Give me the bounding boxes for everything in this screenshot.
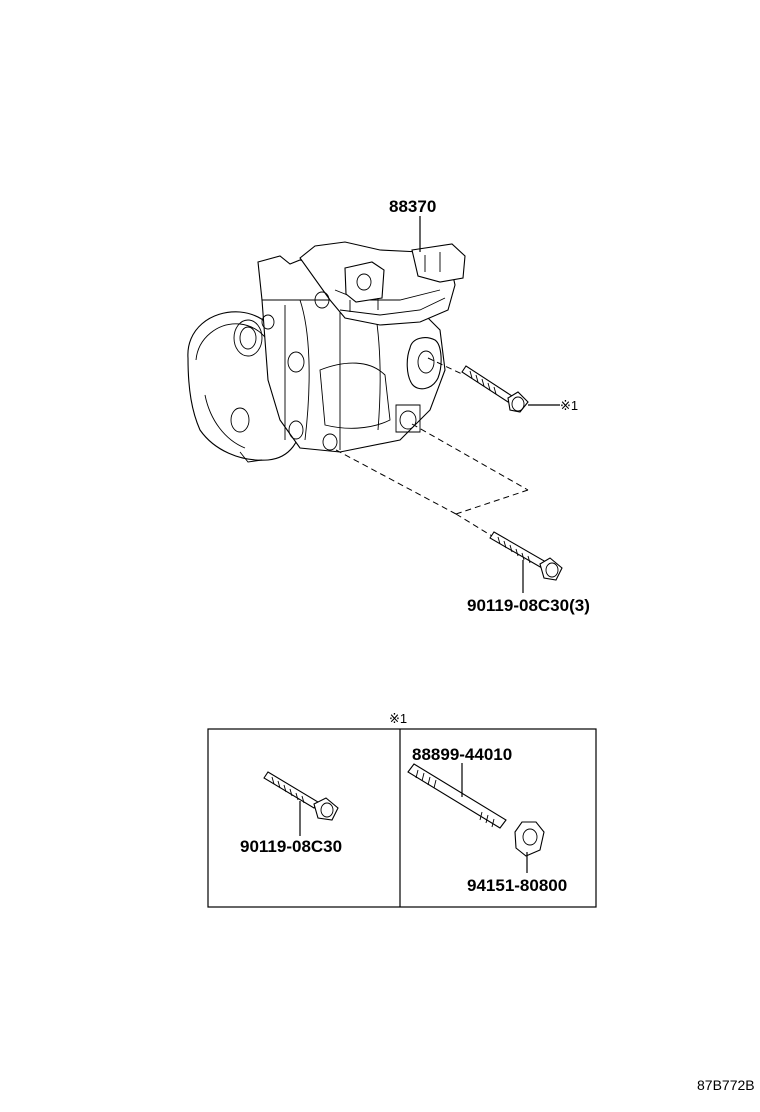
drawing-reference: 87B772B (697, 1077, 755, 1093)
installation-dashed-lines (335, 357, 529, 537)
main-bolt-drawing[interactable] (489, 531, 563, 581)
box-stud-part-number[interactable]: 88899-44010 (412, 745, 512, 764)
box-nut-drawing[interactable] (514, 821, 545, 857)
kit-box (207, 728, 597, 908)
box-bolt-drawing[interactable] (263, 771, 339, 821)
marker-top: ※1 (560, 398, 578, 413)
main-bolt-part-number[interactable]: 90119-08C30(3) (467, 596, 590, 615)
box-nut-part-number[interactable]: 94151-80800 (467, 876, 567, 895)
marker-box: ※1 (389, 711, 407, 726)
compressor-drawing[interactable] (187, 241, 466, 463)
compressor-part-number[interactable]: 88370 (389, 197, 436, 216)
box-bolt-part-number[interactable]: 90119-08C30 (240, 837, 342, 856)
upper-bolt-drawing[interactable] (461, 365, 529, 413)
box-stud-drawing[interactable] (407, 763, 507, 829)
